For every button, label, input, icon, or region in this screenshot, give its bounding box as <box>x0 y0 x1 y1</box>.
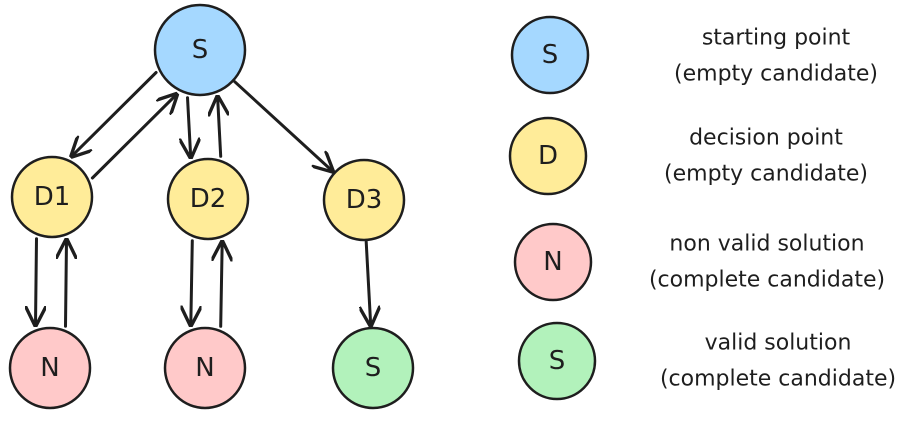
node-d3-label: D3 <box>346 185 383 215</box>
edge-n1-to-d1 <box>66 240 67 328</box>
node-d2-label: D2 <box>190 184 227 214</box>
edge-n2-to-d2 <box>221 242 223 328</box>
node-s1: S <box>331 326 415 410</box>
node-n1-label: N <box>40 353 59 383</box>
node-root: S <box>153 3 247 97</box>
node-n1: N <box>8 326 92 410</box>
node-root-circle <box>153 3 247 97</box>
edges <box>36 71 371 328</box>
edge-root-to-d1 <box>72 71 158 157</box>
node-d1-label: D1 <box>34 182 71 212</box>
legend-start-line1: starting point <box>702 26 851 51</box>
node-n2: N <box>163 326 247 410</box>
legend-valid-line1: valid solution <box>705 331 852 356</box>
legend-decision-line2: (empty candidate) <box>664 162 868 187</box>
legend-invalid-line1: non valid solution <box>669 232 864 257</box>
legend-item-decision: D decision point (empty candidate) <box>508 116 868 196</box>
node-root-label: S <box>192 35 209 65</box>
edge-d2-to-root <box>218 97 221 158</box>
edge-d1-to-n1 <box>36 237 37 325</box>
node-s1-circle <box>331 326 415 410</box>
legend-item-invalid: N non valid solution (complete candidate… <box>513 222 885 302</box>
legend-start-line2: (empty candidate) <box>674 62 878 87</box>
legend-valid-symbol: S <box>549 346 566 376</box>
legend-valid-swatch <box>517 321 597 401</box>
legend-decision-symbol: D <box>538 141 558 171</box>
node-d3-circle <box>322 158 406 242</box>
node-s1-label: S <box>365 353 382 383</box>
legend-item-valid: S valid solution (complete candidate) <box>517 321 896 401</box>
legend-invalid-line2: (complete candidate) <box>649 268 885 293</box>
legend-item-start: S starting point (empty candidate) <box>510 15 878 95</box>
node-n1-circle <box>8 326 92 410</box>
edge-root-to-d2 <box>188 96 191 157</box>
edge-d2-to-n2 <box>191 239 193 325</box>
legend-decision-line1: decision point <box>689 126 843 151</box>
node-d1: D1 <box>10 155 94 239</box>
node-d3: D3 <box>322 158 406 242</box>
node-d1-circle <box>10 155 94 239</box>
legend: S starting point (empty candidate) D dec… <box>508 15 896 401</box>
legend-start-symbol: S <box>542 40 559 70</box>
legend-invalid-swatch <box>513 222 593 302</box>
node-n2-label: N <box>195 353 214 383</box>
edge-d1-to-root <box>90 95 176 180</box>
legend-invalid-symbol: N <box>543 247 562 277</box>
node-d2: D2 <box>166 157 250 241</box>
edge-d3-to-s1 <box>366 240 371 325</box>
node-n2-circle <box>163 326 247 410</box>
legend-valid-line2: (complete candidate) <box>660 367 896 392</box>
edge-root-to-d3 <box>233 80 333 171</box>
legend-start-swatch <box>510 15 590 95</box>
legend-decision-swatch <box>508 116 588 196</box>
node-d2-circle <box>166 157 250 241</box>
